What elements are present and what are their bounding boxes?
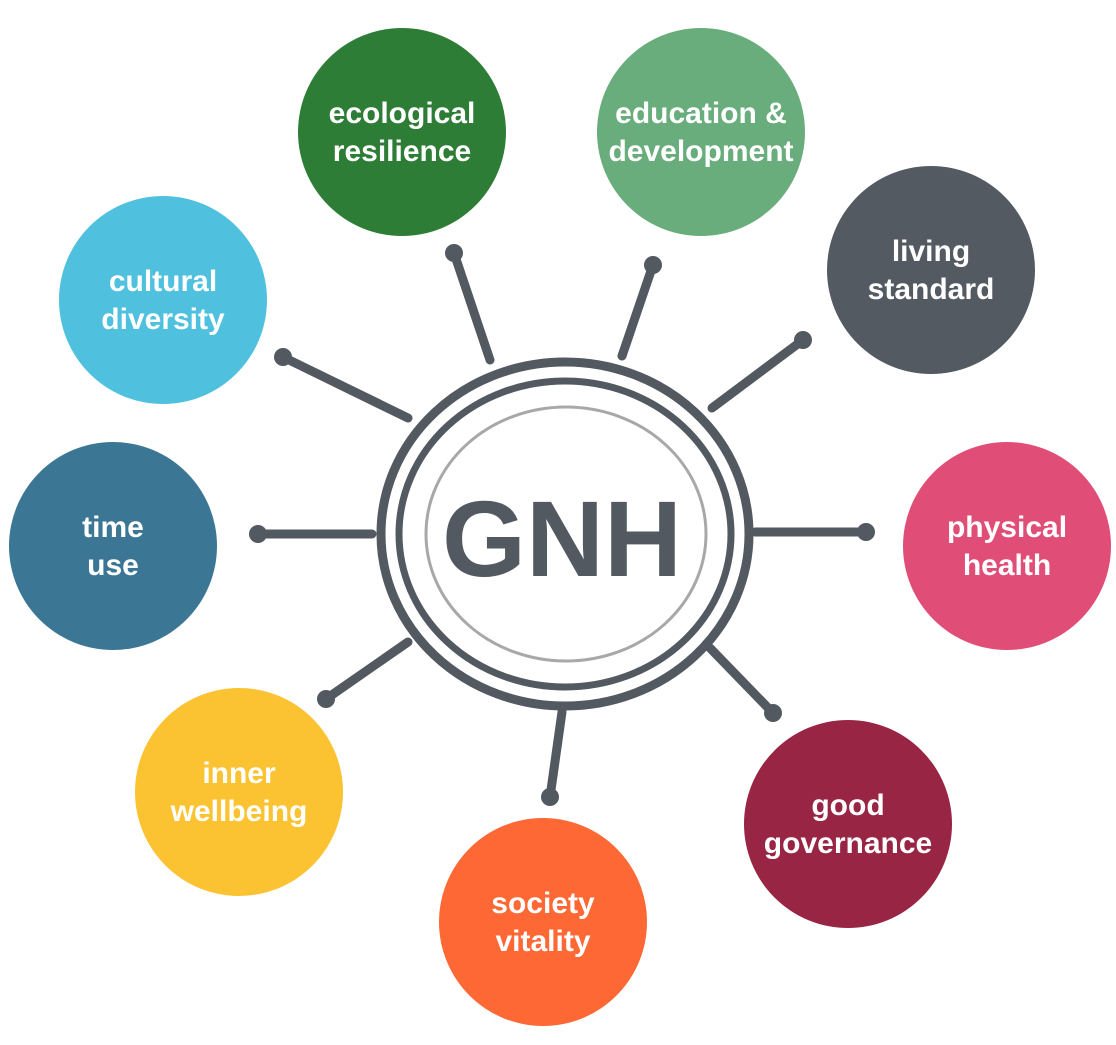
spoke-education-development xyxy=(617,260,658,361)
spoke-knob-good-governance xyxy=(764,704,782,722)
node-circle-education-development xyxy=(597,28,805,236)
spoke-cultural-diversity xyxy=(278,352,413,423)
node-society-vitality: society vitality xyxy=(439,818,647,1026)
node-label-physical-health-line-1: physical xyxy=(947,511,1067,544)
node-label-physical-health-line-2: health xyxy=(963,549,1051,582)
spoke-knob-ecological-resilience xyxy=(445,244,463,262)
node-circle-time-use xyxy=(9,442,217,650)
spoke-living-standard xyxy=(707,335,808,413)
node-inner-wellbeing: inner wellbeing xyxy=(135,688,343,896)
node-label-education-development-line-1: education & xyxy=(615,97,787,130)
spoke-knob-cultural-diversity xyxy=(274,348,292,366)
node-label-inner-wellbeing-line-2: wellbeing xyxy=(170,795,308,828)
node-cultural-diversity: cultural diversity xyxy=(59,196,267,404)
node-circle-ecological-resilience xyxy=(298,28,506,236)
spoke-ecological-resilience xyxy=(449,248,495,365)
spoke-knob-living-standard xyxy=(794,331,812,349)
node-label-education-development-line-2: development xyxy=(608,135,793,168)
node-label-good-governance-line-2: governance xyxy=(764,827,932,860)
node-time-use: time use xyxy=(9,442,217,650)
node-label-cultural-diversity-line-2: diversity xyxy=(101,303,225,336)
node-label-good-governance-line-1: good xyxy=(811,789,884,822)
spoke-knob-physical-health xyxy=(857,523,875,541)
node-label-living-standard-line-1: living xyxy=(892,235,970,268)
domain-nodes: ecological resilience education & developme… xyxy=(9,28,1111,1026)
spoke-society-vitality xyxy=(545,707,567,802)
node-circle-cultural-diversity xyxy=(59,196,267,404)
node-circle-society-vitality xyxy=(439,818,647,1026)
node-physical-health: physical health xyxy=(903,442,1111,650)
node-living-standard: living standard xyxy=(827,166,1035,374)
spoke-knob-inner-wellbeing xyxy=(317,690,335,708)
node-ecological-resilience: ecological resilience xyxy=(298,28,506,236)
node-label-inner-wellbeing-line-1: inner xyxy=(202,757,276,790)
node-label-cultural-diversity-line-1: cultural xyxy=(109,265,217,298)
node-good-governance: good governance xyxy=(744,720,952,928)
hub-outer-ring xyxy=(376,357,754,711)
spokes xyxy=(249,244,875,806)
node-education-development: education & development xyxy=(597,28,805,236)
node-circle-living-standard xyxy=(827,166,1035,374)
spoke-knob-society-vitality xyxy=(541,788,559,806)
hub-middle-ring xyxy=(395,377,735,691)
node-circle-good-governance xyxy=(744,720,952,928)
center-label: GNH xyxy=(442,478,682,599)
node-label-society-vitality-line-2: vitality xyxy=(495,925,590,958)
spoke-good-governance xyxy=(705,643,778,718)
spoke-knob-time-use xyxy=(249,525,267,543)
node-label-ecological-resilience-line-1: ecological xyxy=(329,97,476,130)
node-label-living-standard-line-2: standard xyxy=(868,273,995,306)
node-label-time-use-line-2: use xyxy=(87,549,139,582)
spoke-knob-education-development xyxy=(644,256,662,274)
node-label-time-use-line-1: time xyxy=(82,511,144,544)
node-label-society-vitality-line-1: society xyxy=(491,887,595,920)
node-label-ecological-resilience-line-2: resilience xyxy=(333,135,471,168)
hub-inner-ring xyxy=(424,405,708,663)
node-circle-inner-wellbeing xyxy=(135,688,343,896)
spoke-inner-wellbeing xyxy=(321,637,413,704)
node-circle-physical-health xyxy=(903,442,1111,650)
center-hub: GNH xyxy=(376,357,754,711)
